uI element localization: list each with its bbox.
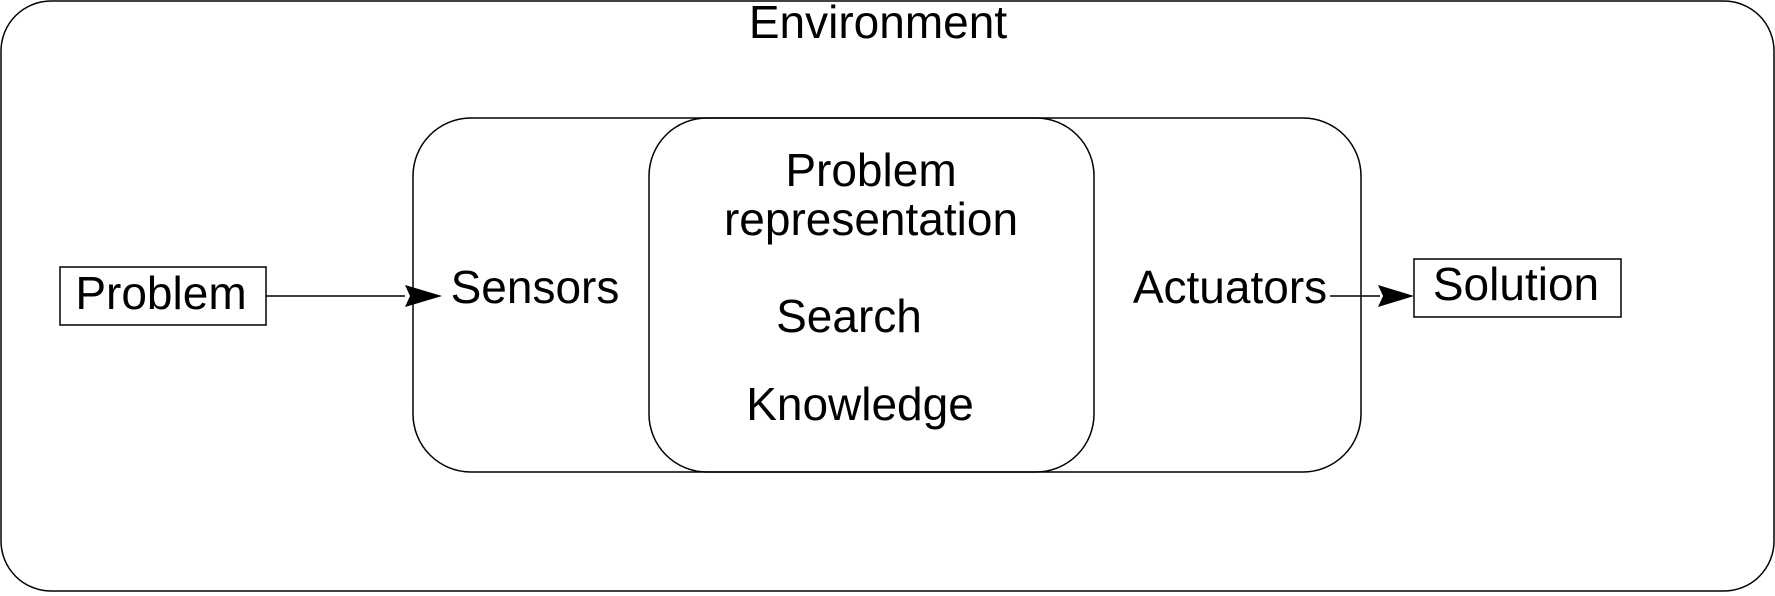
environment-title: Environment bbox=[749, 0, 1007, 48]
solution-box-label: Solution bbox=[1433, 258, 1599, 310]
solution-box bbox=[1413, 258, 1622, 318]
core-representation-label: representation bbox=[724, 193, 1018, 245]
actuators-to-solution-arrowhead bbox=[1378, 285, 1414, 307]
core-problem-label: Problem bbox=[785, 144, 956, 196]
sensors-label: Sensors bbox=[451, 261, 620, 313]
knowledge-label: Knowledge bbox=[746, 378, 974, 430]
problem-box-label: Problem bbox=[75, 267, 246, 319]
core-box bbox=[648, 117, 1095, 473]
problem-to-sensors-arrowhead bbox=[405, 285, 442, 307]
search-label: Search bbox=[776, 290, 922, 342]
actuators-label: Actuators bbox=[1133, 261, 1327, 313]
